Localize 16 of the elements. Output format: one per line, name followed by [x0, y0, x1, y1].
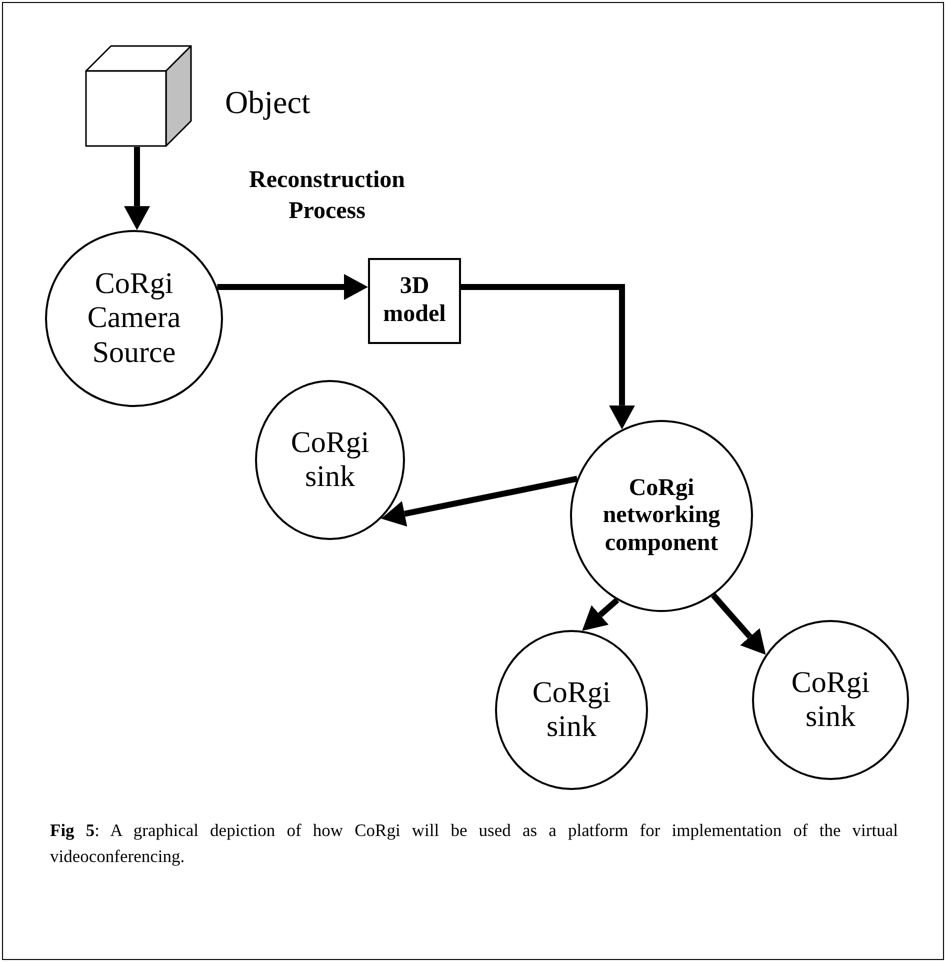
node-label: CoRgi Camera Source: [86, 266, 182, 370]
node-label: CoRgi networking component: [602, 474, 722, 558]
arrow: [461, 284, 635, 430]
node-label: CoRgi sink: [531, 676, 612, 744]
node-label: CoRgi sink: [290, 426, 370, 494]
node-label: CoRgi sink: [790, 666, 871, 734]
object-label: Object: [225, 83, 310, 122]
cube-drawing: [85, 45, 192, 147]
arrow: [381, 476, 578, 527]
process-box: [368, 258, 461, 344]
node-label: 3D model: [382, 273, 447, 329]
figure-caption: Fig 5: A graphical depiction of how CoRgi will be used as a platform for implementation of the virtual videoconferencing.: [50, 819, 898, 868]
arrow: [217, 274, 368, 300]
arrow: [711, 593, 766, 655]
arrow: [124, 147, 150, 230]
arrow: [582, 598, 620, 631]
